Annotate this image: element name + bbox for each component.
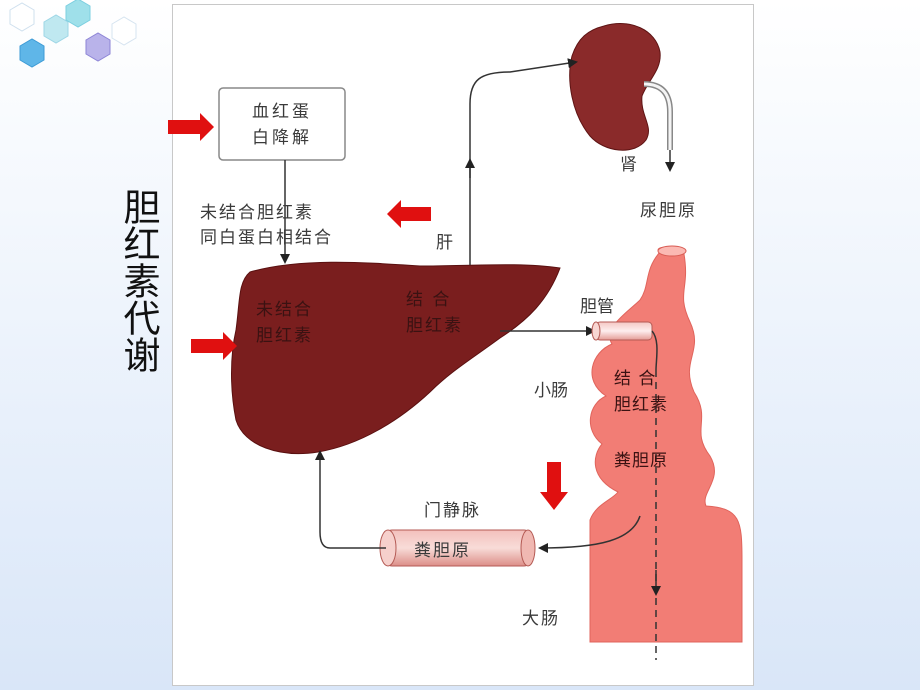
intestine-conjugated-line1: 结 合 <box>614 369 656 389</box>
arrow-portal-to-liver <box>315 450 386 549</box>
highlight-arrow-liver <box>191 332 237 360</box>
intestine-conjugated-line2: 胆红素 <box>614 395 668 415</box>
portal-vein-content: 粪胆原 <box>414 541 471 561</box>
hexagon-decoration <box>9 0 137 68</box>
bile-duct-label: 胆管 <box>580 297 614 317</box>
side-title: 胆红素代谢 <box>117 188 160 373</box>
arrow-liver-to-kidney <box>469 58 578 265</box>
highlight-arrow-hemoglobin <box>168 113 214 141</box>
intestine-shape <box>589 246 743 643</box>
small-intestine-label: 小肠 <box>534 381 568 401</box>
hemoglobin-label-line2: 白降解 <box>252 128 312 148</box>
stercobilinogen-label: 粪胆原 <box>614 451 668 471</box>
intestine-opening <box>657 245 687 257</box>
unconjugated-label-line1: 未结合胆红素 <box>200 203 314 223</box>
liver-shape <box>231 261 561 455</box>
arrow-to-portal-vein <box>538 515 641 553</box>
kidney-shape <box>569 23 661 151</box>
bile-duct-tube <box>595 321 653 341</box>
urine-label: 尿胆原 <box>640 201 697 221</box>
portal-vein-label: 门静脉 <box>424 501 481 521</box>
hemoglobin-box <box>218 87 346 161</box>
liver-label: 肝 <box>436 233 453 253</box>
liver-unconjugated-line2: 胆红素 <box>256 326 313 346</box>
highlight-arrow-unconjugated <box>387 200 431 228</box>
liver-conjugated-line2: 胆红素 <box>406 316 463 336</box>
kidney-label: 肾 <box>620 155 637 175</box>
liver-unconjugated-line1: 未结合 <box>256 300 313 320</box>
unconjugated-label-line2: 同白蛋白相结合 <box>200 228 333 248</box>
hemoglobin-label-line1: 血红蛋 <box>252 102 312 122</box>
highlight-arrow-stercobilinogen <box>540 462 568 510</box>
liver-conjugated-line1: 结 合 <box>406 290 451 310</box>
large-intestine-label: 大肠 <box>522 609 560 629</box>
